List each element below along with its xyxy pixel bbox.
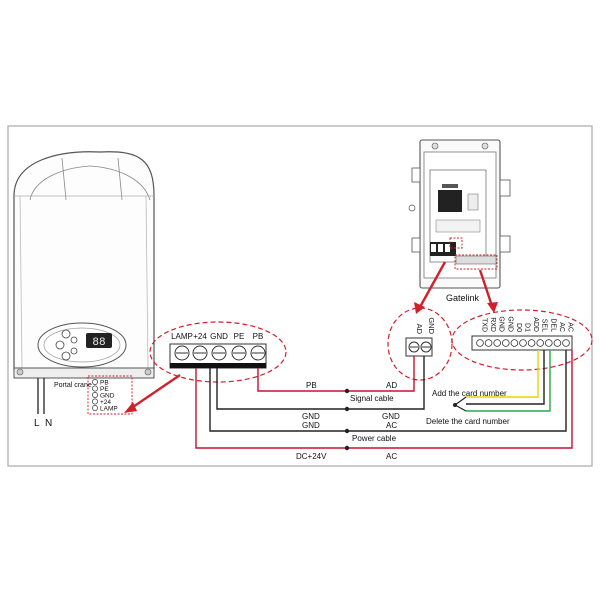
main-terminal-label: D0 [515, 323, 522, 332]
mini-terminal-screw [92, 385, 98, 392]
main-terminal-screw [493, 339, 502, 347]
mount-hole [431, 142, 439, 150]
wire-pb-ad [257, 356, 415, 392]
controller-terminal-label: GND [210, 332, 228, 341]
mini-terminal-label: PB [100, 380, 109, 387]
wire-label-pb: PB [306, 381, 317, 390]
ad-terminal-label: AD [415, 324, 424, 335]
main-terminal-label: DEL [549, 318, 556, 332]
gatelink-chip [438, 190, 462, 212]
main-terminal-screw [562, 339, 570, 347]
main-terminal-screw [510, 339, 519, 347]
wire-label-gnd1-right: GND [382, 412, 400, 421]
gatelink-main-connector [455, 255, 497, 265]
card-switch-symbol [453, 396, 467, 412]
control-panel [37, 322, 127, 368]
mains-label-n: N [45, 418, 52, 429]
base-screw [16, 368, 24, 376]
delete-card-label: Delete the card number [426, 417, 510, 426]
panel-button [61, 351, 71, 361]
mini-terminal-screw [92, 398, 98, 405]
main-terminal-label: AC [558, 322, 565, 332]
wire-sel-dark [466, 350, 545, 405]
panel-button [55, 340, 65, 350]
portal-crane-controller: 88 L N [13, 151, 155, 429]
callout-arrowhead [414, 302, 425, 314]
mini-terminal-screw [92, 405, 98, 411]
main-terminal-screw [527, 339, 536, 347]
controller-terminal-label: PE [234, 332, 245, 341]
callout-arrowhead [487, 302, 498, 313]
main-terminal-label: AC [567, 322, 574, 332]
mini-terminal-label: PE [100, 386, 109, 393]
mini-terminal-label: GND [100, 393, 115, 400]
wire-label-ad: AD [386, 381, 397, 390]
controller-terminal-label: PB [253, 332, 264, 341]
gatelink-main-highlight [451, 309, 593, 371]
panel-button [70, 336, 78, 344]
display-digits: 88 [92, 337, 105, 349]
main-terminal-screw [484, 339, 493, 347]
main-terminal-screw [476, 339, 484, 347]
wire-label-gnd1-left: GND [302, 412, 320, 421]
portal-crane-label: Portal crane [54, 382, 92, 389]
main-terminal-label: ADD [532, 317, 539, 332]
main-terminal-screw [536, 339, 544, 347]
main-terminal-label: GND [506, 316, 513, 332]
gatelink-ad-highlight [387, 307, 453, 381]
wire-add-yellow [466, 350, 539, 398]
wire-junction [344, 406, 350, 412]
controller-terminal-label: LAMP [171, 332, 193, 341]
main-terminal-label: GND [498, 316, 505, 332]
mini-terminal-screw [92, 379, 98, 385]
main-terminal-screw [519, 339, 527, 347]
mini-terminal-label: LAMP [100, 406, 118, 413]
gatelink-device: Gatelink [408, 139, 511, 303]
controller-terminal-highlight [149, 321, 287, 383]
wire-label-dc24: DC+24V [296, 452, 327, 461]
mini-terminal-screw [92, 392, 98, 398]
panel-button [61, 329, 71, 339]
callout-arrow-ad [418, 261, 447, 308]
callout-arrowhead [124, 402, 137, 413]
main-terminal-screw [553, 339, 562, 347]
wire-junction [344, 445, 350, 451]
callout-arrow-main [478, 269, 494, 307]
main-terminal-label: SEL [541, 319, 548, 332]
signal-cable-label: Signal cable [350, 394, 394, 403]
base-screw [144, 368, 152, 376]
power-cable-label: Power cable [352, 434, 397, 443]
main-terminal-label: TXD [481, 318, 488, 332]
display-window [86, 333, 112, 348]
add-card-label: Add the card number [432, 389, 507, 398]
main-terminal-label: RXD [489, 317, 496, 332]
wire-junction [344, 428, 350, 434]
wire-label-ac2: AC [386, 452, 397, 461]
gatelink-label: Gatelink [446, 293, 480, 303]
panel-button [70, 347, 78, 355]
wire-gnd-ac [209, 350, 567, 432]
wire-label-ac1: AC [386, 421, 397, 430]
wire-label-gnd2-left: GND [302, 421, 320, 430]
wire-del-green [466, 350, 551, 412]
wire-dc24-ac [195, 350, 573, 449]
controller-terminal-label: +24 [193, 332, 207, 341]
ad-terminal-label: GND [427, 317, 436, 334]
mains-label-l: L [34, 418, 40, 429]
main-terminal-label: D1 [524, 323, 531, 332]
wire-junction [344, 388, 350, 394]
wire-gnd-gnd [216, 356, 425, 410]
mount-hole [481, 142, 489, 150]
mini-terminal-label: +24 [100, 399, 111, 406]
main-terminal-screw [544, 339, 553, 347]
main-terminal-screw [501, 339, 510, 347]
callout-arrow-controller [129, 374, 181, 410]
